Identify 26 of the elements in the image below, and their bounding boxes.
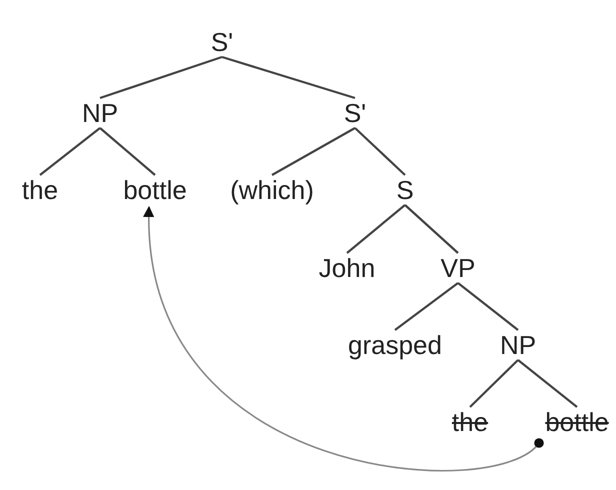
tree-label: S (396, 177, 414, 203)
tree-branch (271, 127, 356, 176)
tree-label: VP (440, 255, 476, 281)
tree-label: (which) (230, 177, 314, 203)
tree-branch (100, 56, 222, 100)
tree-label: John (318, 255, 376, 281)
tree-label: grasped (348, 332, 442, 358)
tree-branch (469, 359, 519, 408)
tree-label: bottle (545, 409, 609, 435)
tree-label: the (22, 177, 58, 203)
tree-label: the (452, 409, 488, 435)
tree-branch (404, 204, 459, 254)
tree-branch (99, 127, 156, 176)
tree-label: S' (344, 100, 366, 126)
tree-branch (222, 56, 356, 100)
movement-arrow (144, 206, 544, 472)
tree-branch (517, 359, 578, 408)
tree-branch (346, 204, 406, 254)
tree-branch (457, 282, 519, 331)
tree-label: NP (82, 100, 118, 126)
tree-label: NP (500, 332, 536, 358)
tree-branch (354, 127, 406, 176)
tree-label: S' (210, 29, 234, 55)
tree-branch (394, 282, 459, 331)
tree-branch (39, 127, 101, 176)
tree-label: bottle (123, 177, 187, 203)
